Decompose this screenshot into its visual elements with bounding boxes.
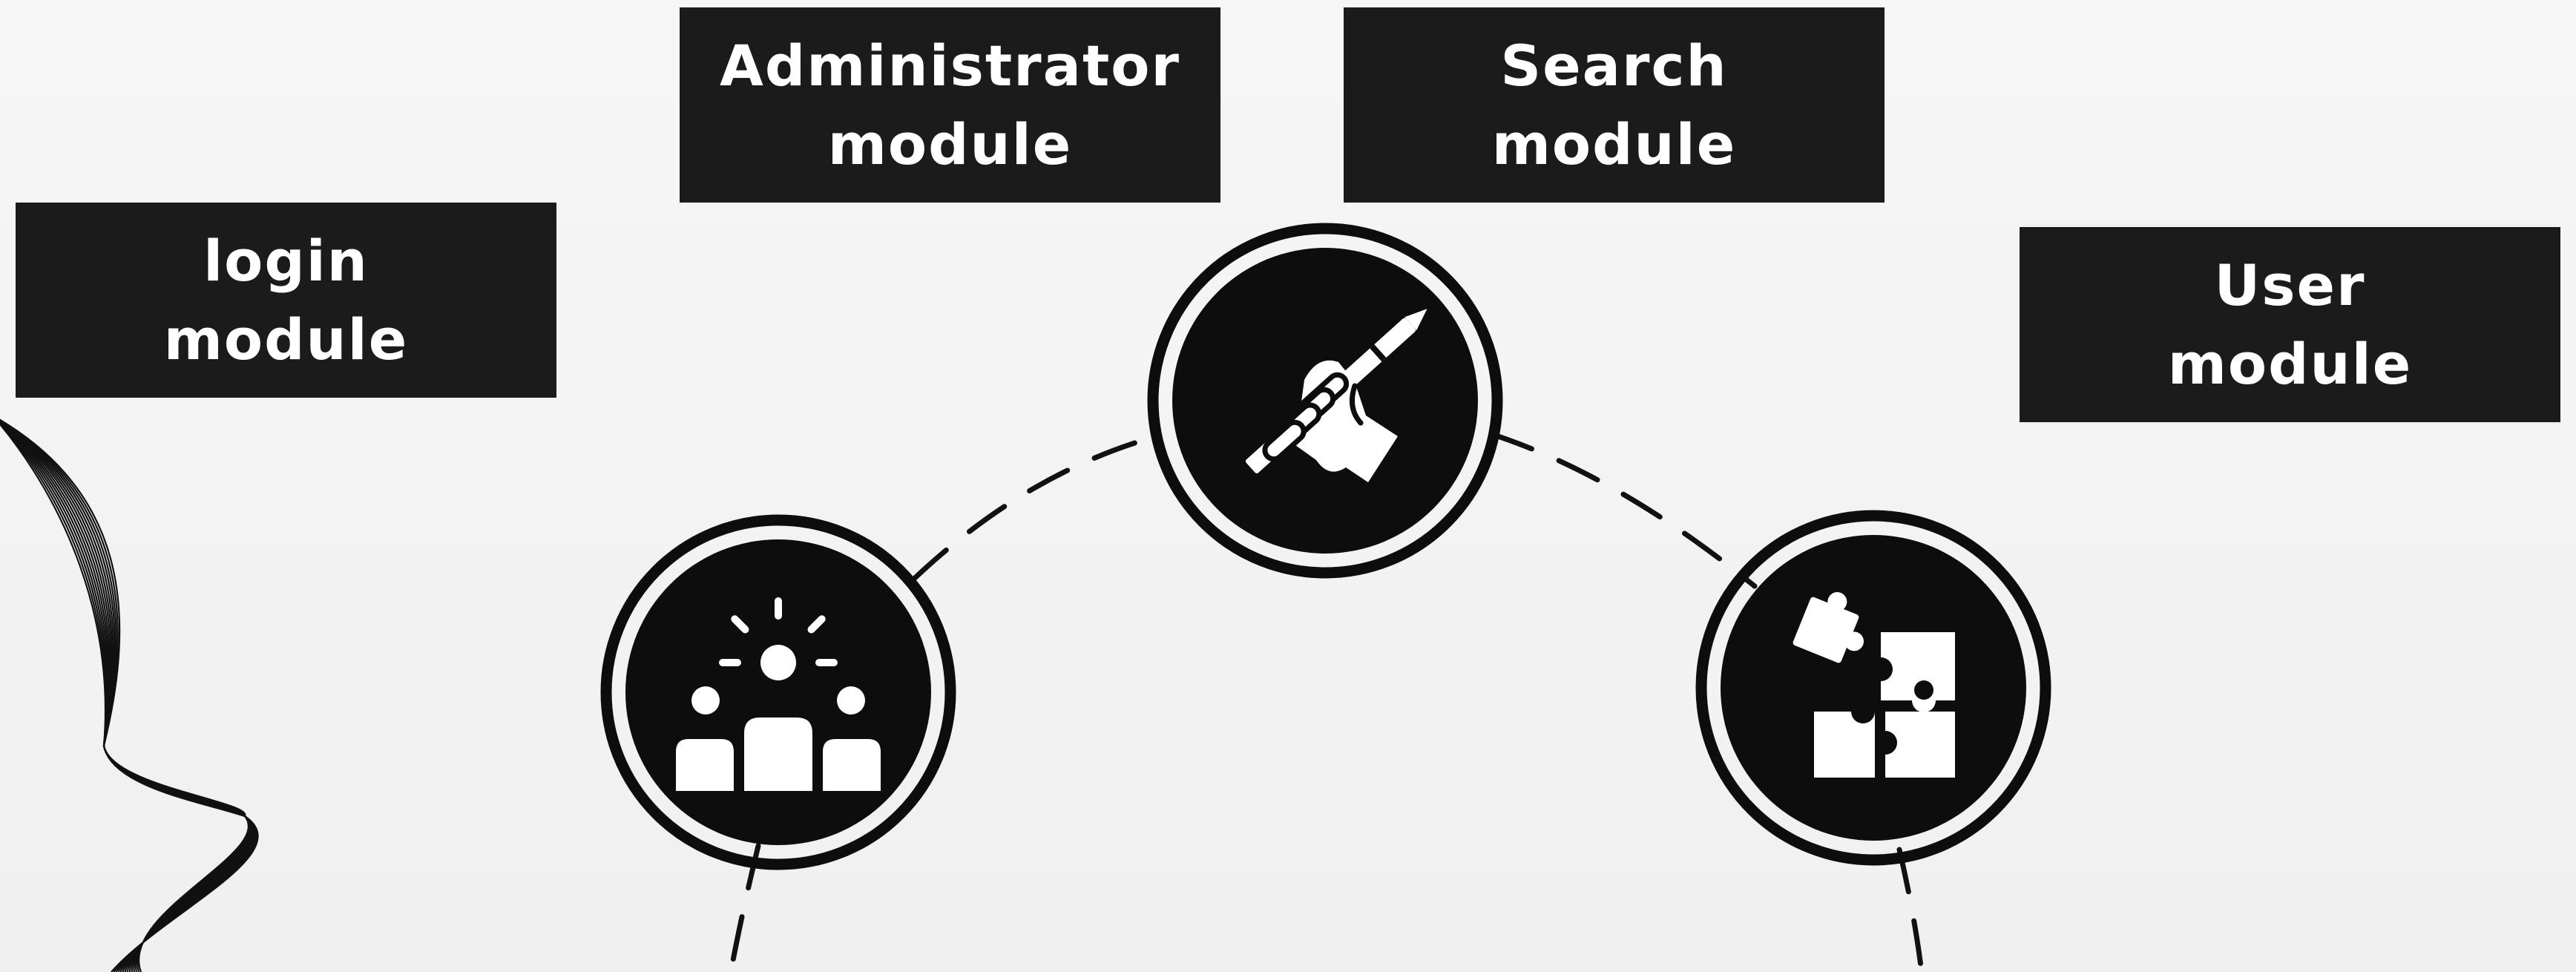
connector-audience-to-pencil	[911, 435, 1154, 582]
login-module-box[interactable]: login module	[16, 203, 556, 398]
wave-line	[0, 421, 257, 972]
wave-line	[0, 422, 258, 972]
user-module-label: User module	[2167, 252, 2413, 397]
login-module-label: login module	[163, 227, 409, 372]
administrator-module-label: Administrator module	[720, 32, 1180, 177]
hand-holding-pencil-icon	[1245, 309, 1427, 482]
node-audience[interactable]	[600, 514, 956, 870]
connector-pencil-to-puzzle	[1488, 431, 1758, 589]
connector-puzzle-down	[1896, 847, 1925, 972]
node-hand-pencil[interactable]	[1147, 223, 1503, 579]
search-module-box[interactable]: Search module	[1344, 7, 1885, 203]
wave-line	[0, 423, 259, 972]
puzzle-pieces-icon	[1793, 592, 1955, 778]
node-puzzle[interactable]	[1695, 510, 2051, 866]
wave-lines-decoration	[0, 418, 259, 972]
user-module-box[interactable]: User module	[2020, 227, 2560, 422]
administrator-module-box[interactable]: Administrator module	[680, 7, 1220, 203]
wave-line	[0, 418, 249, 972]
wave-line	[0, 421, 255, 972]
audience-icon	[676, 597, 881, 791]
search-module-label: Search module	[1491, 32, 1737, 177]
wave-line	[0, 421, 257, 972]
